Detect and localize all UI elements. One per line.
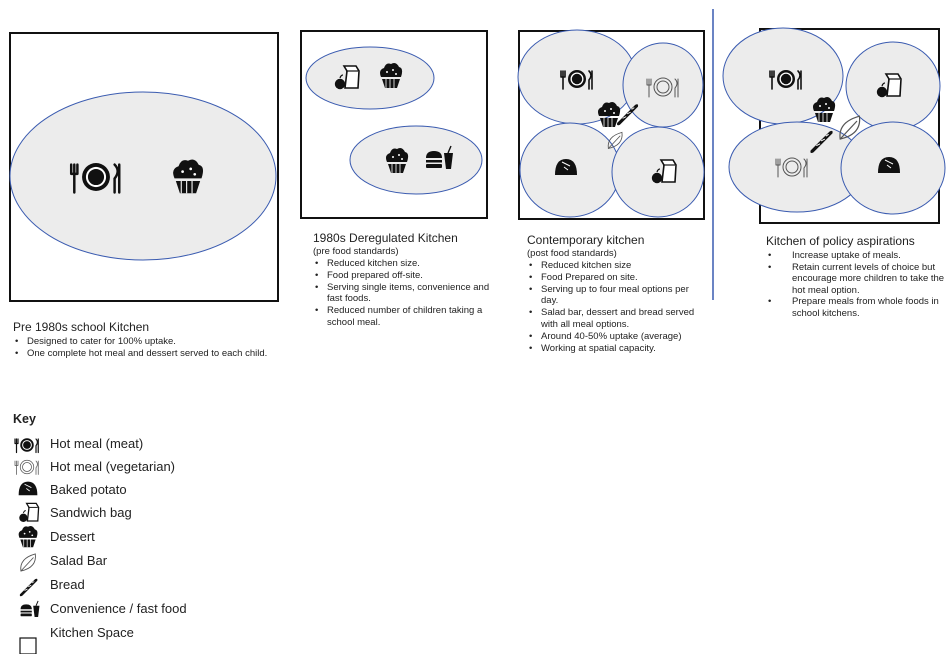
panel-bullet: Prepare meals from whole foods in school… — [766, 296, 946, 319]
key-label: Convenience / fast food — [50, 601, 187, 616]
serving-ellipse — [622, 42, 704, 128]
kitchen-space-icon — [19, 637, 37, 654]
panel-bullet: Reduced kitchen size. — [313, 258, 493, 270]
panel-bullet: Working at spatial capacity. — [527, 343, 707, 355]
convenience-food-icon — [20, 600, 40, 618]
key-label: Baked potato — [50, 482, 127, 497]
sandwich-bag-icon — [18, 502, 40, 523]
key-label: Kitchen Space — [50, 625, 134, 640]
panel-bullet: Reduced kitchen size — [527, 260, 707, 272]
hot-meal-meat-icon — [14, 437, 39, 454]
serving-ellipse — [611, 126, 705, 218]
panel-bullet: Salad bar, dessert and bread served with… — [527, 307, 707, 331]
panel-caption-policy: Kitchen of policy aspirations Increase u… — [766, 234, 946, 319]
panel-caption-1980s: 1980s Deregulated Kitchen (pre food stan… — [313, 231, 493, 329]
panel-bullet: Increase uptake of meals. — [766, 250, 946, 262]
panel-bullet: Food Prepared on site. — [527, 272, 707, 284]
kitchen-space-box-2 — [300, 30, 488, 219]
panel-bullet: Designed to cater for 100% uptake. — [13, 336, 288, 348]
panel-bullet: Around 40-50% uptake (average) — [527, 331, 707, 343]
baked-potato-icon — [18, 481, 38, 496]
panel-bullet: Serving single items, convenience and fa… — [313, 282, 493, 306]
serving-ellipse — [305, 46, 435, 110]
panel-bullet: Retain current levels of choice but enco… — [766, 262, 946, 297]
dessert-icon — [18, 525, 38, 548]
panel-bullet: Food prepared off-site. — [313, 270, 493, 282]
key-label: Hot meal (vegetarian) — [50, 459, 175, 474]
panel-bullet: Reduced number of children taking a scho… — [313, 305, 493, 329]
key-label: Dessert — [50, 529, 95, 544]
salad-bar-icon — [20, 553, 36, 572]
key-label: Bread — [50, 577, 85, 592]
key-label: Hot meal (meat) — [50, 436, 144, 451]
kitchen-space-box-3 — [518, 30, 705, 220]
serving-ellipse — [349, 125, 483, 195]
panel-subtitle: (pre food standards) — [313, 246, 399, 257]
bread-icon — [19, 578, 38, 597]
panel-title: 1980s Deregulated Kitchen — [313, 231, 458, 245]
panel-caption-contemporary: Contemporary kitchen (post food standard… — [527, 233, 707, 354]
hot-meal-vegetarian-icon — [14, 459, 39, 475]
panel-caption-pre1980s: Pre 1980s school Kitchen Designed to cat… — [13, 320, 288, 359]
panel-title: Pre 1980s school Kitchen — [13, 320, 150, 334]
key-label: Sandwich bag — [50, 505, 132, 520]
panel-bullet: One complete hot meal and dessert served… — [13, 348, 288, 360]
panel-title: Kitchen of policy aspirations — [766, 234, 915, 248]
kitchen-space-box-1 — [9, 32, 279, 302]
kitchen-space-box-4 — [759, 28, 940, 224]
panel-bullet: Serving up to four meal options per day. — [527, 284, 707, 308]
panel-title: Contemporary kitchen — [527, 233, 645, 247]
serving-ellipse — [9, 91, 277, 261]
key-title: Key — [13, 412, 36, 426]
key-label: Salad Bar — [50, 553, 108, 568]
panel-subtitle: (post food standards) — [527, 248, 617, 259]
